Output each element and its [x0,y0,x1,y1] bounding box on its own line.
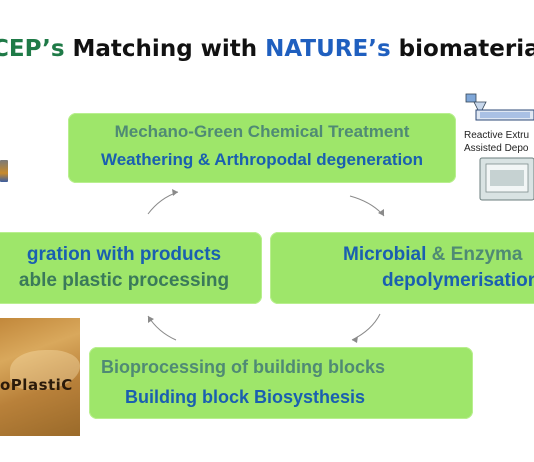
bioplastic-sample-photo [0,318,80,436]
stage-left-line2: able plastic processing [18,270,230,291]
stage-bottom-line2: Building block Biosysthesis [125,387,366,407]
bioplastic-logo-text: oPlastiC [0,376,73,394]
sample-vial-icon [0,160,8,182]
arrowhead-top-to-right [378,209,384,216]
stage-microbial-enzymatic-depolymerisation: Microbial & Enzyma depolymerisation [270,232,534,304]
stage-integration-with-products: gration with products able plastic proce… [0,232,262,304]
stage-top-line1: Mechano-Green Chemical Treatment [114,122,410,141]
stage-top-line2: Weathering & Arthropodal degeneration [100,150,424,169]
equipment-label-2: Assisted Depo [464,143,529,154]
extruder-hopper-icon [465,93,487,111]
extruder-equipment-illustration [465,93,534,201]
stage-right-line1: Microbial & Enzyma [343,244,523,266]
arrowhead-bottom-to-left [148,316,154,323]
arrow-right-to-bottom [351,313,381,341]
stage-right-line2: depolymerisation [382,270,534,291]
arrowhead-left-to-top [172,189,178,196]
extruder-barrel-icon [475,109,534,121]
title-part-lifecycle: biomaterial life [398,36,534,62]
stage-right-line1a: Microbial [343,244,427,265]
depolymerisation-unit-icon [479,157,534,201]
stage-bottom-line1: Bioprocessing of building blocks [101,357,386,377]
arrowhead-right-to-bottom [352,336,358,343]
title-part-cep: CEP’s [0,36,65,62]
stage-right-line1b: & Enzyma [426,244,523,265]
diagram-title: CEP’s Matching with NATURE’s biomaterial… [0,36,534,70]
title-part-nature: NATURE’s [265,36,391,62]
equipment-label-1: Reactive Extru [464,130,530,141]
stage-left-line1: gration with products [26,244,222,265]
stage-mechano-green-treatment: Mechano-Green Chemical Treatment Weather… [68,113,456,183]
stage-bioprocessing-building-blocks: Bioprocessing of building blocks Buildin… [89,347,473,419]
title-part-matching: Matching with [64,36,266,62]
